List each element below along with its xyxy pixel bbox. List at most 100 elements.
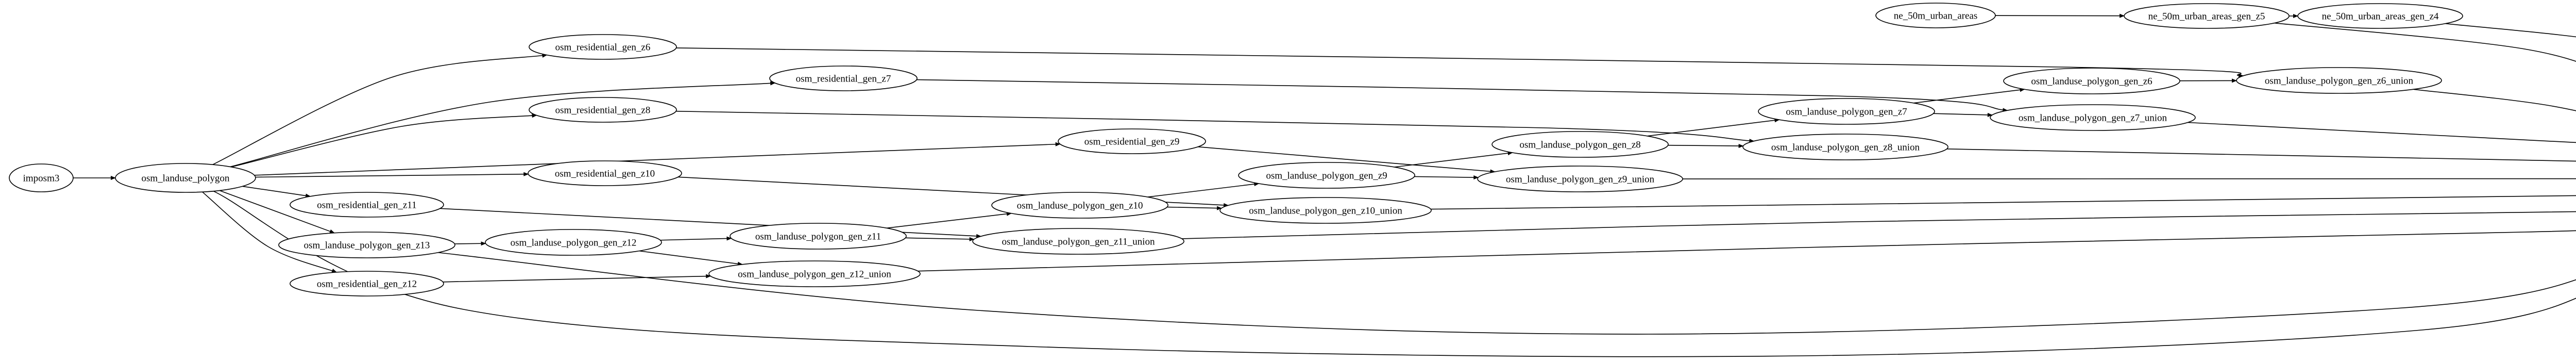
edge-osm_landuse_polygon_gen_z8-to-osm_landuse_polygon_gen_z7: [1647, 118, 1780, 137]
node-label-osm_landuse_polygon_gen_z9: osm_landuse_polygon_gen_z9: [1266, 171, 1387, 182]
node-osm_landuse_polygon_gen_z10_union: osm_landuse_polygon_gen_z10_union: [1219, 197, 1432, 224]
node-label-osm_landuse_polygon_gen_z7_union: osm_landuse_polygon_gen_z7_union: [2019, 113, 2167, 124]
node-ellipse-osm_landuse_polygon_gen_z8_union: [1742, 134, 1948, 160]
edge-osm_landuse_polygon_gen_z11_union-to-layer_landuse-z11: [1181, 211, 2576, 239]
node-label-osm_landuse_polygon_gen_z9_union: osm_landuse_polygon_gen_z9_union: [1506, 174, 1655, 185]
node-osm_residential_gen_z9: osm_residential_gen_z9: [1058, 128, 1206, 154]
edge-osm_residential_gen_z12-to-osm_landuse_polygon_gen_z12_union: [443, 274, 711, 283]
edge-ne_50m_urban_areas_gen_z4-to-layer_landuse-z4: [2445, 23, 2576, 38]
node-label-osm_landuse_polygon_gen_z6: osm_landuse_polygon_gen_z6: [2031, 76, 2152, 87]
node-ellipse-osm_residential_gen_z9: [1058, 128, 1206, 154]
node-ne_50m_urban_areas_gen_z5: ne_50m_urban_areas_gen_z5: [2124, 3, 2290, 29]
edge-osm_landuse_polygon-to-osm_residential_gen_z11: [242, 186, 311, 198]
node-ellipse-osm_landuse_polygon_gen_z9: [1238, 162, 1415, 189]
node-ellipse-osm_landuse_polygon_gen_z11_union: [972, 228, 1184, 255]
edge-osm_residential_gen_z9-to-osm_landuse_polygon_gen_z9_union: [1197, 146, 1496, 174]
node-ellipse-imposm3: [9, 163, 74, 192]
node-ellipse-ne_50m_urban_areas_gen_z4: [2297, 3, 2463, 29]
edge-ne_50m_urban_areas_gen_z5-to-layer_landuse-z5: [2274, 22, 2576, 62]
node-ellipse-ne_50m_urban_areas_gen_z5: [2124, 3, 2290, 29]
node-osm_landuse_polygon_gen_z12_union: osm_landuse_polygon_gen_z12_union: [708, 260, 921, 287]
node-label-osm_landuse_polygon_gen_z7: osm_landuse_polygon_gen_z7: [1786, 107, 1907, 118]
edge-osm_residential_gen_z8-to-osm_landuse_polygon_gen_z8_union: [676, 110, 1755, 143]
node-ellipse-osm_landuse_polygon_gen_z6_union: [2236, 67, 2442, 94]
node-osm_landuse_polygon_gen_z6: osm_landuse_polygon_gen_z6: [2003, 68, 2180, 94]
node-ellipse-osm_landuse_polygon_gen_z13: [278, 232, 455, 258]
node-ne_50m_urban_areas_gen_z4: ne_50m_urban_areas_gen_z4: [2297, 3, 2463, 29]
node-osm_landuse_polygon_gen_z8: osm_landuse_polygon_gen_z8: [1492, 131, 1669, 158]
node-osm_landuse_polygon_gen_z9: osm_landuse_polygon_gen_z9: [1238, 162, 1415, 189]
node-label-osm_residential_gen_z12: osm_residential_gen_z12: [317, 279, 417, 290]
node-ellipse-osm_residential_gen_z11: [290, 192, 444, 218]
node-label-imposm3: imposm3: [23, 173, 60, 184]
node-ellipse-osm_landuse_polygon_gen_z12: [485, 229, 662, 256]
node-label-ne_50m_urban_areas_gen_z4: ne_50m_urban_areas_gen_z4: [2322, 11, 2439, 22]
node-label-osm_residential_gen_z11: osm_residential_gen_z11: [317, 200, 416, 211]
node-ellipse-osm_landuse_polygon: [115, 163, 256, 193]
node-label-osm_landuse_polygon_gen_z11_union: osm_landuse_polygon_gen_z11_union: [1002, 237, 1155, 248]
edge-osm_landuse_polygon-to-osm_residential_gen_z7: [230, 81, 776, 168]
node-ellipse-osm_landuse_polygon_gen_z6: [2003, 68, 2180, 94]
edge-osm_landuse_polygon_gen_z10-to-osm_landuse_polygon_gen_z10_union: [1167, 206, 1222, 210]
node-label-osm_residential_gen_z10: osm_residential_gen_z10: [555, 169, 655, 179]
edge-osm_landuse_polygon_gen_z10_union-to-layer_landuse-z10: [1431, 195, 2576, 210]
node-label-ne_50m_urban_areas: ne_50m_urban_areas: [1894, 11, 1978, 22]
node-osm_residential_gen_z6: osm_residential_gen_z6: [529, 34, 677, 60]
node-label-osm_landuse_polygon_gen_z8_union: osm_landuse_polygon_gen_z8_union: [1771, 142, 1920, 153]
node-ellipse-osm_residential_gen_z7: [769, 65, 918, 91]
edge-osm_landuse_polygon_gen_z13-to-osm_landuse_polygon_gen_z12: [454, 241, 486, 246]
node-ellipse-osm_landuse_polygon_gen_z12_union: [708, 260, 921, 287]
edge-osm_landuse_polygon-to-osm_residential_gen_z6: [212, 53, 548, 165]
node-osm_residential_gen_z10: osm_residential_gen_z10: [528, 160, 682, 186]
edge-osm_landuse_polygon_gen_z6_union-to-layer_landuse-z6: [2413, 89, 2576, 111]
node-osm_residential_gen_z11: osm_residential_gen_z11: [290, 192, 444, 218]
node-label-ne_50m_urban_areas_gen_z5: ne_50m_urban_areas_gen_z5: [2148, 11, 2265, 22]
edges-layer: [73, 13, 2576, 357]
node-label-osm_landuse_polygon_gen_z8: osm_landuse_polygon_gen_z8: [1519, 140, 1640, 151]
edge-osm_landuse_polygon_gen_z7-to-osm_landuse_polygon_gen_z7_union: [1933, 112, 1993, 117]
edge-osm_landuse_polygon_gen_z11-to-osm_landuse_polygon_gen_z11_union: [905, 237, 975, 241]
node-osm_landuse_polygon_gen_z7_union: osm_landuse_polygon_gen_z7_union: [1990, 104, 2196, 131]
node-label-osm_landuse_polygon_gen_z10_union: osm_landuse_polygon_gen_z10_union: [1249, 206, 1402, 217]
edge-osm_landuse_polygon_gen_z12-to-osm_landuse_polygon_gen_z12_union: [639, 250, 743, 266]
node-label-osm_residential_gen_z9: osm_residential_gen_z9: [1084, 137, 1180, 147]
node-ellipse-osm_landuse_polygon_gen_z7_union: [1990, 104, 2196, 131]
node-ellipse-osm_residential_gen_z6: [529, 34, 677, 60]
node-label-osm_landuse_polygon_gen_z6_union: osm_landuse_polygon_gen_z6_union: [2265, 76, 2414, 87]
edge-osm_landuse_polygon_gen_z12_union-to-layer_landuse-z12: [918, 230, 2576, 272]
node-label-osm_residential_gen_z7: osm_residential_gen_z7: [796, 74, 891, 85]
edge-osm_landuse_polygon_gen_z8-to-osm_landuse_polygon_gen_z8_union: [1668, 143, 1744, 148]
edge-osm_landuse_polygon_gen_z10-to-osm_landuse_polygon_gen_z9: [1147, 182, 1260, 198]
node-osm_landuse_polygon_gen_z9_union: osm_landuse_polygon_gen_z9_union: [1477, 166, 1683, 192]
edge-osm_landuse_polygon_gen_z7_union-to-layer_landuse-z7: [2188, 122, 2576, 143]
node-ellipse-osm_landuse_polygon_gen_z10_union: [1219, 197, 1432, 224]
node-osm_residential_gen_z12: osm_residential_gen_z12: [290, 271, 444, 297]
nodes-layer: imposm3 osm_landuse_polygon osm_residentia…: [9, 3, 2463, 297]
node-ellipse-osm_residential_gen_z12: [290, 271, 444, 297]
node-osm_landuse_polygon_gen_z12: osm_landuse_polygon_gen_z12: [485, 229, 662, 256]
node-osm_landuse_polygon_gen_z6_union: osm_landuse_polygon_gen_z6_union: [2236, 67, 2442, 94]
node-osm_residential_gen_z8: osm_residential_gen_z8: [529, 97, 677, 123]
node-ellipse-osm_landuse_polygon_gen_z9_union: [1477, 166, 1683, 192]
node-ellipse-ne_50m_urban_areas: [1875, 3, 1996, 28]
node-label-osm_residential_gen_z8: osm_residential_gen_z8: [555, 105, 651, 116]
node-label-osm_landuse_polygon: osm_landuse_polygon: [142, 173, 230, 184]
node-osm_landuse_polygon_gen_z7: osm_landuse_polygon_gen_z7: [1758, 98, 1935, 125]
node-osm_landuse_polygon_gen_z11_union: osm_landuse_polygon_gen_z11_union: [972, 228, 1184, 255]
edge-osm_landuse_polygon_gen_z12-to-osm_landuse_polygon_gen_z11: [660, 236, 732, 241]
edge-osm_landuse_polygon-to-osm_residential_gen_z9: [254, 142, 1061, 176]
node-osm_residential_gen_z7: osm_residential_gen_z7: [769, 65, 918, 91]
node-ellipse-osm_residential_gen_z8: [529, 97, 677, 123]
node-ellipse-osm_landuse_polygon_gen_z11: [730, 223, 907, 250]
node-label-osm_landuse_polygon_gen_z11: osm_landuse_polygon_gen_z11: [755, 232, 881, 242]
edge-osm_landuse_polygon_gen_z7-to-osm_landuse_polygon_gen_z6: [1913, 88, 2025, 104]
edge-osm_landuse_polygon_gen_z11-to-osm_landuse_polygon_gen_z10: [886, 211, 1012, 229]
node-label-osm_landuse_polygon_gen_z13: osm_landuse_polygon_gen_z13: [304, 240, 430, 251]
node-ellipse-osm_residential_gen_z10: [528, 160, 682, 186]
edge-osm_landuse_polygon-to-osm_residential_gen_z10: [255, 172, 529, 178]
node-osm_landuse_polygon_gen_z13: osm_landuse_polygon_gen_z13: [278, 232, 455, 258]
edge-osm_landuse_polygon_gen_z9-to-osm_landuse_polygon_gen_z9_union: [1414, 175, 1479, 180]
node-osm_landuse_polygon: osm_landuse_polygon: [115, 163, 256, 193]
